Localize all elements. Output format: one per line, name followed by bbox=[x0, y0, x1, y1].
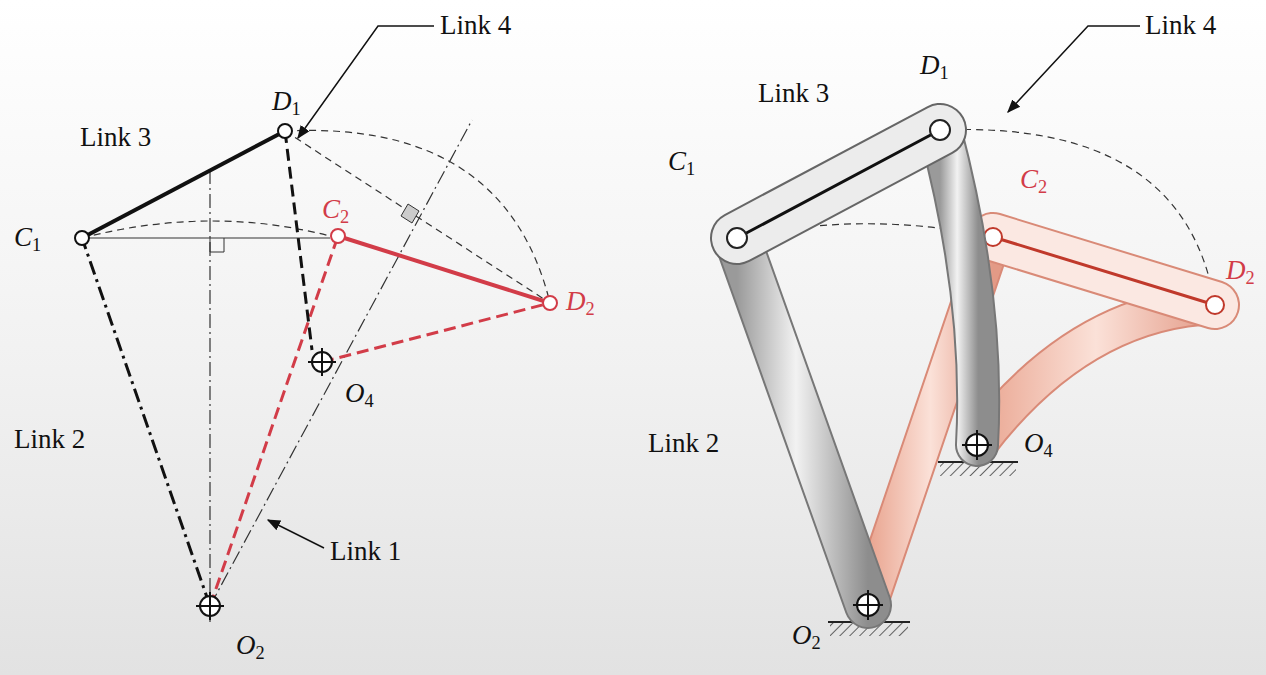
point-label: C1 bbox=[668, 146, 695, 184]
point-label: C1 bbox=[14, 222, 41, 260]
point-label: D1 bbox=[920, 50, 949, 88]
link-label: Link 1 bbox=[330, 536, 401, 566]
grey-links bbox=[727, 120, 978, 605]
link-label: Link 4 bbox=[1145, 10, 1216, 40]
link-label: Link 2 bbox=[14, 424, 85, 454]
point-label: O2 bbox=[236, 630, 265, 668]
point-label: C2 bbox=[322, 194, 349, 232]
point-label: D1 bbox=[272, 86, 301, 124]
ghost-links bbox=[868, 228, 1224, 605]
pivot-symbols bbox=[853, 430, 992, 620]
leader-lines bbox=[1008, 26, 1140, 112]
link-label: Link 2 bbox=[648, 428, 719, 458]
point-label: D2 bbox=[566, 286, 595, 324]
leader-lines bbox=[268, 26, 434, 548]
joint-points bbox=[75, 124, 557, 620]
point-label: O4 bbox=[345, 378, 374, 416]
point-label: D2 bbox=[1226, 255, 1255, 293]
construction-lines bbox=[82, 120, 550, 625]
link-lines bbox=[82, 131, 550, 606]
link-label: Link 4 bbox=[440, 10, 511, 40]
point-label: O4 bbox=[1024, 428, 1053, 466]
link-label: Link 3 bbox=[758, 78, 829, 108]
link-label: Link 3 bbox=[80, 122, 151, 152]
point-label: C2 bbox=[1020, 164, 1047, 202]
point-label: O2 bbox=[792, 620, 821, 658]
